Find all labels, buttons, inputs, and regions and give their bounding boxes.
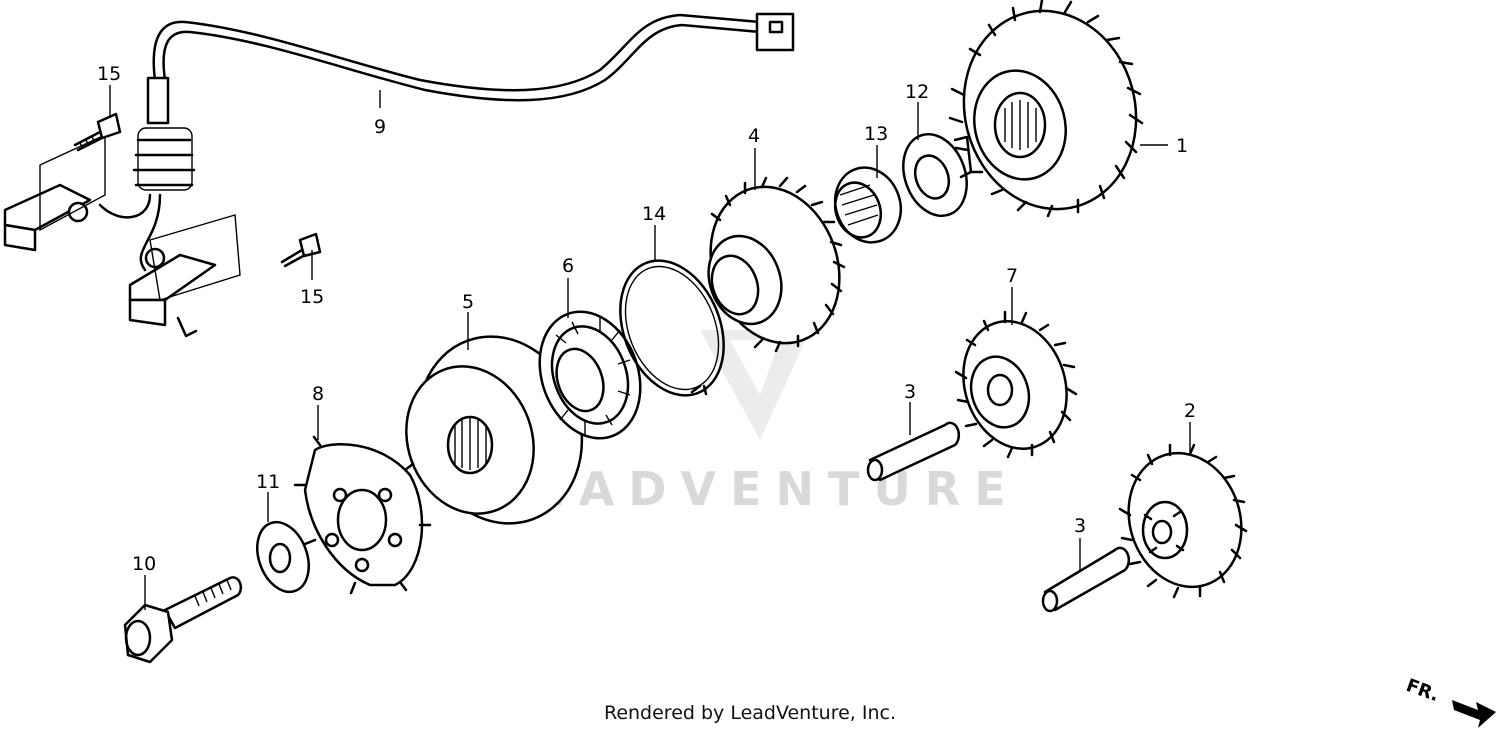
- callout-9[interactable]: 9: [374, 116, 386, 138]
- part-4-driven-gear[interactable]: [689, 169, 860, 362]
- part-1-primary-gear[interactable]: [942, 0, 1158, 229]
- callout-2[interactable]: 2: [1184, 400, 1196, 422]
- callout-numbers: 1 2 3 3 4 5 6 7 8 9 10 11 12 13 14 15 15: [97, 63, 1196, 575]
- part-8-clutch-plate[interactable]: [293, 435, 432, 595]
- callout-15-lower[interactable]: 15: [300, 286, 324, 308]
- part-3-shaft-upper[interactable]: [866, 421, 961, 482]
- callout-3-lower[interactable]: 3: [1074, 515, 1086, 537]
- part-15-screw-upper[interactable]: [73, 112, 122, 152]
- callout-13[interactable]: 13: [864, 123, 888, 145]
- part-7-idle-gear[interactable]: [947, 308, 1082, 463]
- callout-14[interactable]: 14: [642, 203, 666, 225]
- callout-15-upper[interactable]: 15: [97, 63, 121, 85]
- callout-7[interactable]: 7: [1006, 265, 1018, 287]
- part-11-washer[interactable]: [248, 515, 318, 599]
- front-arrow-icon: [1452, 700, 1496, 728]
- callout-6[interactable]: 6: [562, 255, 574, 277]
- callout-11[interactable]: 11: [256, 471, 280, 493]
- part-14-snap-ring[interactable]: [601, 245, 742, 411]
- part-2-reduction-gear[interactable]: [1112, 438, 1259, 601]
- part-9-wire-harness[interactable]: [3, 12, 795, 338]
- callout-12[interactable]: 12: [905, 81, 929, 103]
- callout-3-upper[interactable]: 3: [904, 381, 916, 403]
- callout-4[interactable]: 4: [748, 125, 760, 147]
- part-13-needle-bearing[interactable]: [825, 158, 911, 251]
- part-3-shaft-lower[interactable]: [1041, 546, 1131, 613]
- leader-lines: [109, 85, 1191, 610]
- part-15-screw-lower[interactable]: [280, 232, 322, 268]
- part-10-bolt[interactable]: [123, 576, 243, 664]
- callout-1[interactable]: 1: [1176, 135, 1188, 157]
- callout-10[interactable]: 10: [132, 553, 156, 575]
- footer-credit: Rendered by LeadVenture, Inc.: [603, 702, 897, 724]
- part-12-washer[interactable]: [892, 125, 977, 224]
- part-5-clutch-outer[interactable]: [386, 313, 608, 546]
- callout-5[interactable]: 5: [462, 291, 474, 313]
- callout-8[interactable]: 8: [312, 383, 324, 405]
